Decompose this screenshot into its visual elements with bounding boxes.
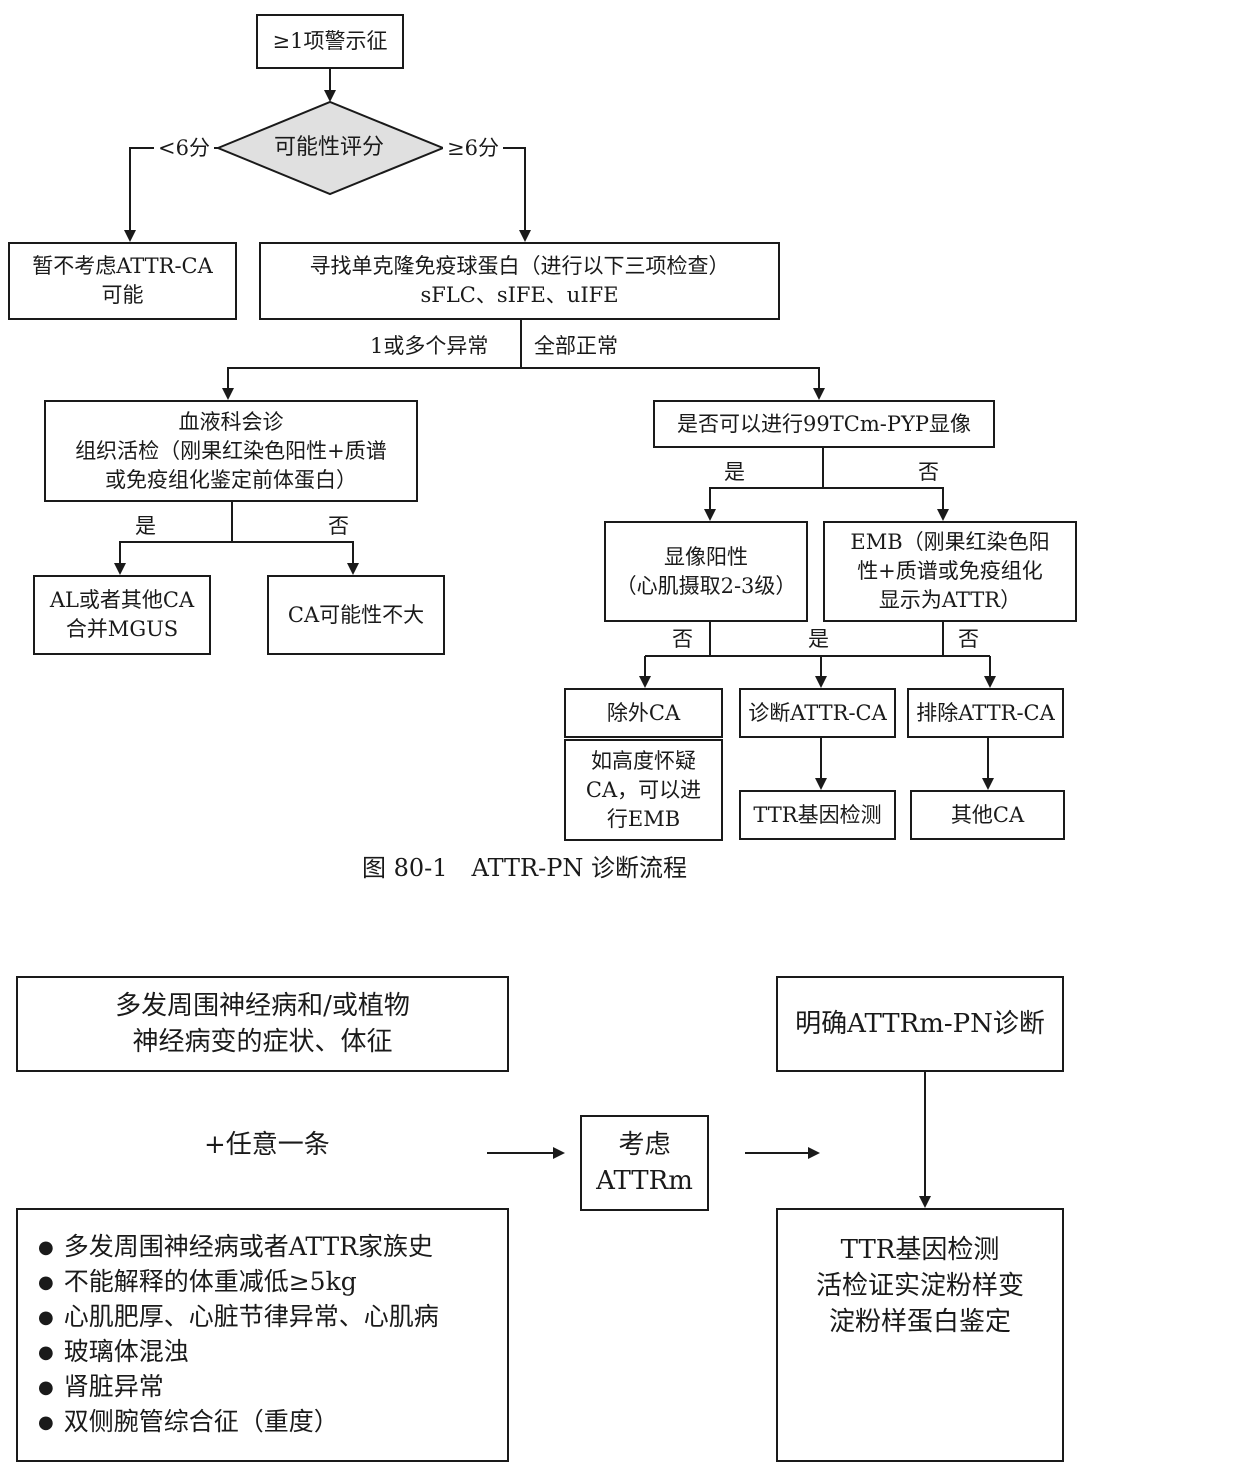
al-box: AL或者其他CA 合并MGUS — [33, 575, 211, 655]
list-item: 双侧腕管综合征（重度） — [38, 1405, 439, 1440]
label-no-pyp: 否 — [918, 460, 939, 484]
criteria-list: 多发周围神经病或者ATTR家族史 不能解释的体重减低≥5kg 心肌肥厚、心脏节律… — [38, 1230, 439, 1440]
arrow-low-branch — [124, 147, 218, 242]
label-no-imaging: 否 — [672, 627, 693, 651]
arrow-to-hematology — [222, 367, 521, 400]
plus-any-label: +任意一条 — [204, 1130, 330, 1160]
label-yes-bus: 是 — [808, 627, 829, 651]
suspect-box: 如高度怀疑 CA，可以进 行EMB — [564, 739, 723, 841]
diagnose-attr-box: 诊断ATTR-CA — [739, 688, 896, 738]
pyp-question-box: 是否可以进行99TCm-PYP显像 — [653, 400, 995, 448]
decision-label: 可能性评分 — [274, 135, 385, 160]
start-box: ≥1项警示征 — [256, 14, 404, 69]
label-yes-pyp: 是 — [724, 460, 745, 484]
hematology-box: 血液科会诊 组织活检（刚果红染色阳性+质谱 或免疫组化鉴定前体蛋白） — [44, 400, 418, 502]
criteria-box: 多发周围神经病或者ATTR家族史 不能解释的体重减低≥5kg 心肌肥厚、心脏节律… — [16, 1208, 509, 1462]
label-no-hematology: 否 — [328, 514, 349, 538]
list-item: 不能解释的体重减低≥5kg — [38, 1265, 439, 1300]
arrow-to-pyp — [521, 367, 825, 400]
search-mono-box: 寻找单克隆免疫球蛋白（进行以下三项检查） sFLC、sIFE、uIFE — [259, 242, 780, 320]
branch-high-label: ≥6分 — [443, 135, 503, 161]
label-abnormal: 1或多个异常 — [370, 334, 489, 358]
consider-box: 考虑 ATTRm — [580, 1115, 709, 1211]
arrow-high-branch — [443, 147, 531, 242]
arrow-to-emb — [823, 487, 949, 521]
imaging-positive-box: 显像阳性 （心肌摄取2-3级） — [604, 521, 808, 622]
branch-low-label: <6分 — [154, 135, 214, 161]
figure-caption: 图 80-1 ATTR-PN 诊断流程 — [362, 854, 687, 882]
list-item: 肾脏异常 — [38, 1370, 439, 1405]
arrow-to-ca-unlikely — [232, 541, 359, 575]
exclude-ca-box: 除外CA — [564, 688, 723, 738]
list-item: 多发周围神经病或者ATTR家族史 — [38, 1230, 439, 1265]
other-ca-box: 其他CA — [910, 790, 1065, 840]
tests-box: TTR基因检测 活检证实淀粉样变 淀粉样蛋白鉴定 — [776, 1208, 1064, 1462]
not-consider-box: 暂不考虑ATTR-CA 可能 — [8, 242, 237, 320]
list-item: 心肌肥厚、心脏节律异常、心肌病 — [38, 1300, 439, 1335]
confirm-box: 明确ATTRm-PN诊断 — [776, 976, 1064, 1072]
label-normal: 全部正常 — [534, 334, 618, 358]
label-no-emb: 否 — [958, 627, 979, 651]
symptoms-box: 多发周围神经病和/或植物 神经病变的症状、体征 — [16, 976, 509, 1072]
ca-unlikely-box: CA可能性不大 — [267, 575, 445, 655]
list-item: 玻璃体混浊 — [38, 1335, 439, 1370]
arrow-to-imaging — [704, 487, 823, 521]
ttr-test-box: TTR基因检测 — [739, 790, 896, 840]
arrow-to-al — [114, 541, 232, 575]
label-yes-hematology: 是 — [135, 514, 156, 538]
exclude-attr-box: 排除ATTR-CA — [907, 688, 1064, 738]
emb-box: EMB（刚果红染色阳 性+质谱或免疫组化 显示为ATTR） — [823, 521, 1077, 622]
